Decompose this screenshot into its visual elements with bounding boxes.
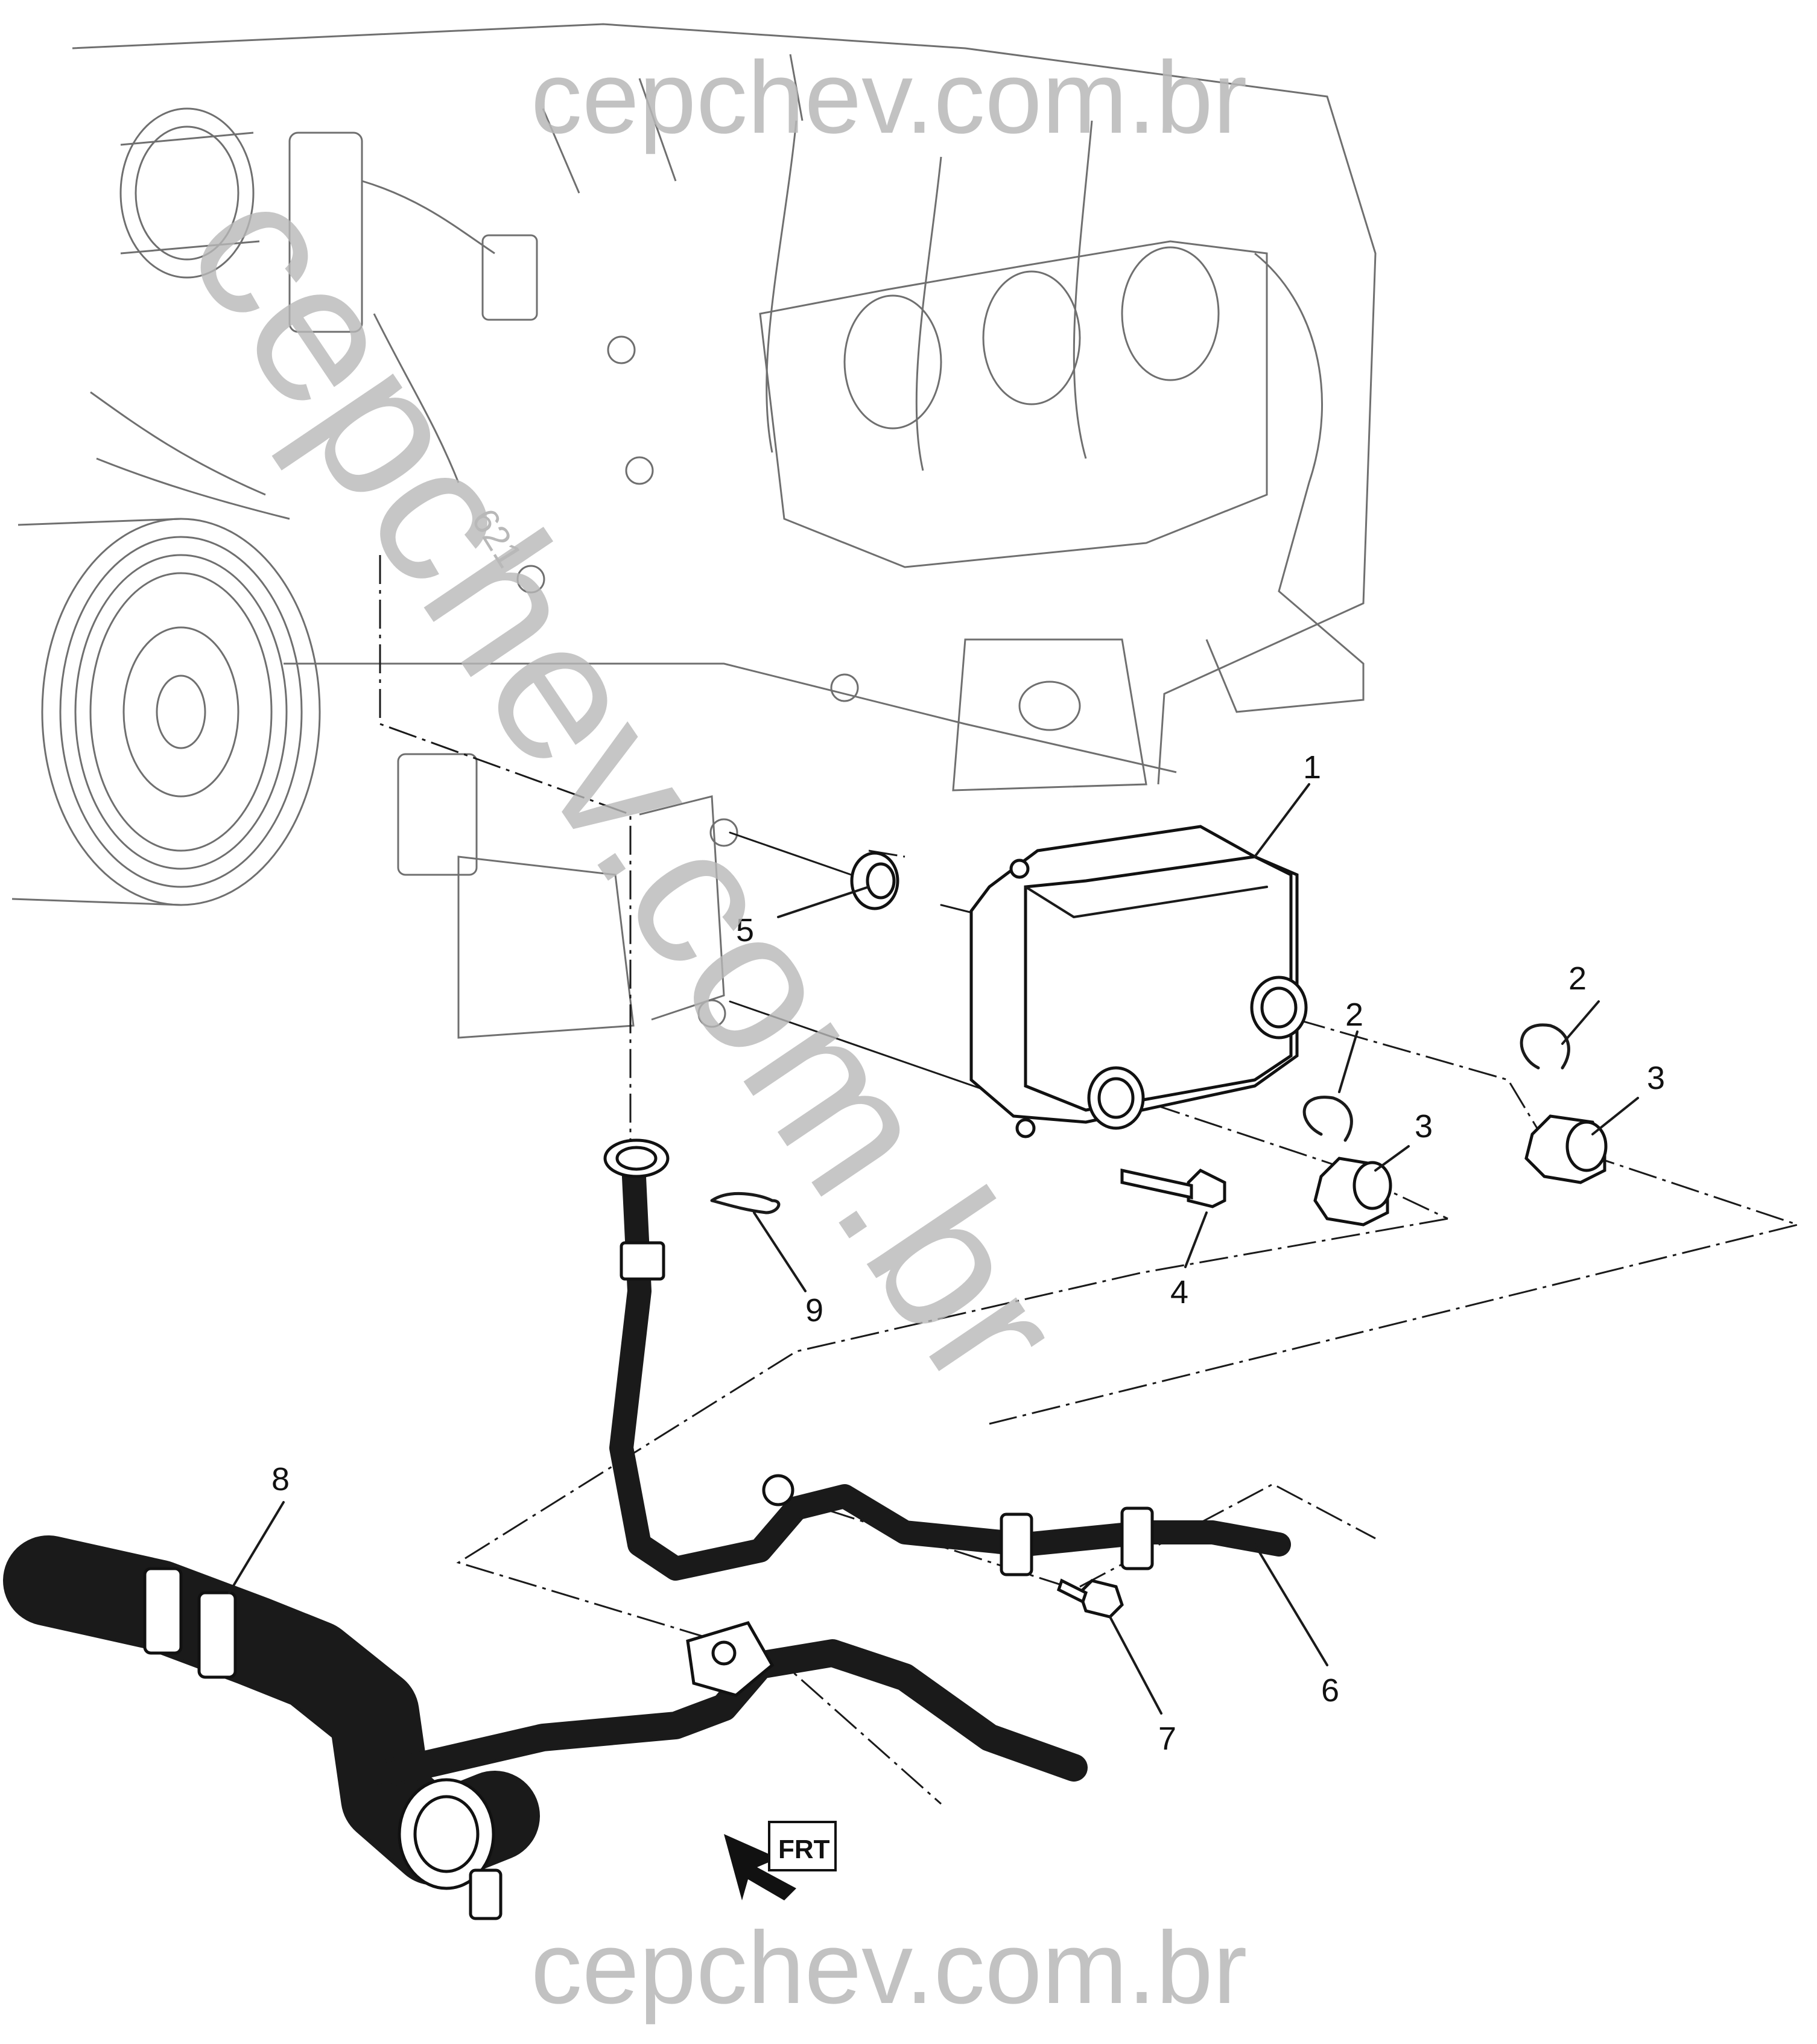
engine-block-illustration: 621 (11, 23, 1377, 1039)
callout-2-lower: 2 (1345, 997, 1363, 1033)
part-2-clip-upper[interactable] (1520, 1023, 1570, 1070)
watermark-top: cepchev.com.br (531, 40, 1247, 155)
callout-2-upper: 2 (1568, 960, 1587, 997)
callout-3-lower: 3 (1415, 1108, 1433, 1144)
callout-7: 7 (1158, 1721, 1176, 1757)
part-6-oil-cooler-pipe[interactable] (603, 1138, 1291, 1581)
callout-4: 4 (1170, 1274, 1188, 1310)
callout-3-upper: 3 (1647, 1060, 1665, 1096)
part-3-fitting-upper[interactable] (1524, 1114, 1608, 1184)
part-8-oil-cooler-hose-assembly[interactable] (3, 1535, 1088, 1920)
part-7-bolt[interactable] (1056, 1578, 1124, 1619)
frt-direction-badge: FRT (724, 1821, 837, 1900)
callout-8: 8 (271, 1461, 290, 1497)
callout-numbers: 1 2 2 3 3 4 5 6 7 8 9 (271, 749, 1665, 1757)
part-3-fitting-lower[interactable] (1313, 1157, 1392, 1227)
callout-leaders (228, 783, 1639, 1715)
callout-1: 1 (1303, 749, 1321, 786)
part-4-bolt[interactable] (1120, 1168, 1226, 1208)
throttle-body (119, 107, 260, 279)
part-9-clip[interactable] (710, 1192, 781, 1214)
watermark-bottom: cepchev.com.br (531, 1911, 1247, 2025)
wiring-harness (90, 132, 538, 876)
crank-pulley (11, 518, 321, 906)
part-5-seal[interactable] (850, 851, 899, 910)
callout-5: 5 (736, 912, 754, 948)
front-arrow-icon (724, 1834, 796, 1900)
frt-label: FRT (778, 1835, 830, 1864)
callout-6: 6 (1321, 1672, 1339, 1709)
part-1-oil-cooler[interactable] (969, 825, 1308, 1138)
callout-9: 9 (805, 1292, 823, 1328)
exhaust-manifold (759, 240, 1365, 713)
part-2-clip-lower[interactable] (1302, 1096, 1353, 1142)
